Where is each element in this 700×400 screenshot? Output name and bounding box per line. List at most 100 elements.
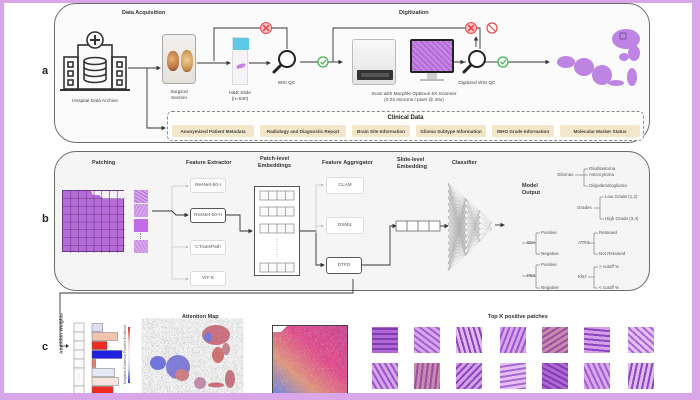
he-slide-image [232,37,249,85]
clinical-chip-radiology-report: Radiology and Diagnostic Report [260,125,346,137]
magnifier-icon-wsi-qc [272,50,296,74]
attention-map-title: Attention Map [182,314,219,320]
attention-bar [91,368,115,377]
output-idh-negative: Negative [541,251,559,256]
classifier-network [447,182,493,272]
patch-tile-3 [134,219,148,232]
clinical-chip-brain-site: Brain Site Information [352,125,410,137]
output-atrx-not-retained: Not Retained [599,251,626,256]
attention-bar [91,341,108,350]
colorbar-negative-label: Negative Evidence [123,354,127,384]
digitized-qc-caption: Digitized WSI QC [458,81,496,86]
hospital-database-icon [60,31,130,91]
top-k-patch [500,363,526,389]
output-p53: P53 [527,273,536,278]
wsi-patch-grid [62,190,125,253]
top-k-patch [414,327,440,353]
attention-bar-chart [91,323,123,393]
output-ki67-above: > cutoff % [599,264,620,269]
output-ki67-below: < cutoff % [599,285,620,290]
patch-tile-2 [134,204,148,217]
surgical-caption-line1: Surgical [170,90,188,95]
section-title-classifier: Classifier [452,160,477,166]
accept-icon-2 [497,56,509,68]
clinical-chip-patient-metadata: Anonymized Patient Metadata [172,125,254,137]
attention-bar [91,350,123,359]
section-title-acquisition: Data Acquisition [122,10,166,16]
section-title-slide-emb-2: Embedding [397,164,427,170]
top-k-patch [500,327,526,353]
colorbar-positive-label: Positive Evidence [123,324,127,353]
extractor-ctranspath: CTransPath [190,240,226,255]
attention-bar [91,332,118,341]
attention-zoom-heatmap [272,325,348,393]
wsi-thumbnail [557,29,640,86]
aggregator-dtfd: DTFD [326,257,362,274]
surgical-section-photo [162,34,196,84]
output-high-grade: High Grade (3,4) [605,216,639,221]
top-k-patch [542,363,568,389]
panel-c-label: c [42,341,49,353]
section-title-digitization: Digitization [399,10,429,16]
aggregator-clam: CLAM [326,177,364,194]
output-atrx: ATRX [578,240,590,245]
output-atrx-retained: Retained [599,230,618,235]
monitor-icon [410,39,454,73]
section-title-patch-emb-1: Patch-level [260,156,290,162]
clinical-data-title: Clinical Data [387,115,424,121]
attention-bar [91,386,114,393]
top-k-patch [372,327,398,353]
clinical-chip-molecular-marker: Molecular Marker Status [560,125,640,137]
output-low-grade: Low Grade (1,2) [605,194,638,199]
colorbar-top-wrap: Positive Evidence [122,324,127,353]
output-idh: IDH [527,240,535,245]
magnifier-icon-digitized-qc [462,50,486,74]
top-k-patch [456,363,482,389]
panel-a-label: a [42,65,49,77]
wsi-qc-caption: WSI QC [277,81,296,86]
clinical-chip-who-grade: WHO Grade Information [492,125,554,137]
hospital-caption: Hospital Data Archive [72,99,118,104]
embedding-column [73,322,85,393]
section-title-output-2: Output [522,190,541,196]
section-title-output-1: Model [522,183,538,189]
top-k-patch [628,363,654,389]
figure-canvas: a Data Acquisition Digitization Hospital… [4,3,692,393]
reject-icon-2 [465,22,477,34]
panel-b-connectors [59,182,505,313]
output-ki67: Ki67 [578,274,588,279]
prohibited-icon [486,22,498,34]
surgical-caption-line2: Section [171,96,187,101]
top-k-patch [628,327,654,353]
monitor-base [420,79,444,81]
attention-bar [91,323,103,332]
section-title-extractor: Feature Extractor [186,160,232,166]
scanner-device-icon [352,39,396,85]
evidence-colorbar [128,327,130,383]
monitor-stand [427,73,437,79]
accept-icon-1 [317,56,329,68]
output-idh-positive: Positive [541,230,557,235]
he-slide-caption-line1: H&E Slide [229,91,251,96]
clinical-data-box: Clinical Data Anonymized Patient Metadat… [167,111,644,141]
output-gliomas: Gliomas [557,172,574,177]
output-astrocytoma: Astrocytoma [589,172,615,177]
panel-a-connectors [128,22,550,131]
aggregator-dsmil: DSMIL [326,217,364,234]
scanner-caption-line1: Scan with Morphle Optimus 6X Scanner [371,92,457,97]
panel-b-label: b [42,213,49,225]
clinical-chip-glioma-subtype: Glioma Subtype Information [416,125,486,137]
output-grades: Grades [577,205,592,210]
top-k-patch [414,363,440,389]
attention-bar [91,359,96,368]
section-title-patching: Patching [92,160,116,166]
scanner-caption-line2: (0.22 microns / pixel @ 40x) [384,98,444,103]
he-slide-caption-line2: (n=530) [231,97,249,102]
section-title-aggregator: Feature Aggregator [322,160,373,166]
attention-map-image [150,325,235,389]
patch-tile-1 [134,190,148,203]
extractor-resnet50-h: ResNet-50-H [190,208,226,223]
reject-icon-1 [260,22,272,34]
attention-bar [91,377,119,386]
top-k-patch [456,327,482,353]
